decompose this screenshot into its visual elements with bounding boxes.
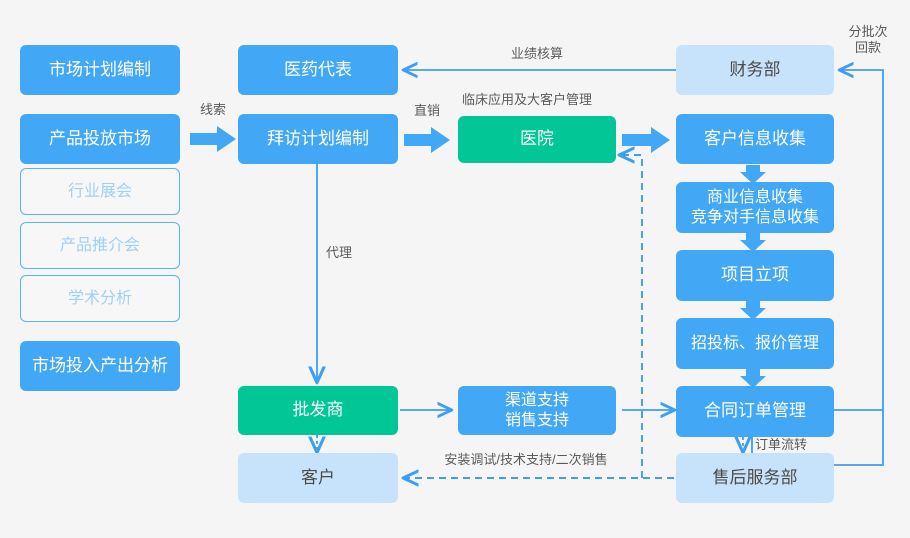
edge-label-order-flow: 订单流转 [755,437,808,452]
node-market-plan[interactable]: 市场计划编制 [20,45,180,95]
fat-arrow-visit-to-hospital [404,127,450,153]
edge-label-clue: 线索 [199,102,226,117]
edge-label-install-support: 安装调试/技术支持/二次销售 [444,452,608,467]
edge-label-agency: 代理 [326,245,353,260]
node-contract-order[interactable]: 合同订单管理 [676,386,834,437]
node-bidding-quote[interactable]: 招投标、报价管理 [676,318,834,369]
edge-label-direct-sales: 直销 [413,103,440,118]
node-customer-info[interactable]: 客户信息收集 [676,114,834,164]
edge-label-performance-accounting: 业绩核算 [510,46,563,61]
node-business-info[interactable]: 商业信息收集 竞争对手信息收集 [676,182,834,233]
node-channel-support[interactable]: 渠道支持 销售支持 [458,386,616,435]
node-medical-rep[interactable]: 医药代表 [238,45,398,95]
node-market-roi[interactable]: 市场投入产出分析 [20,341,180,391]
node-visit-plan[interactable]: 拜访计划编制 [238,114,398,164]
node-product-promo[interactable]: 产品推介会 [20,222,180,269]
node-product-launch[interactable]: 产品投放市场 [20,114,180,164]
node-academic-analysis[interactable]: 学术分析 [20,275,180,322]
edge-label-batch-payment: 分批次 回款 [848,24,888,56]
node-project-setup[interactable]: 项目立项 [676,250,834,301]
node-after-sales[interactable]: 售后服务部 [676,453,834,503]
fat-arrow-product-to-visit [190,126,236,152]
node-customer[interactable]: 客户 [238,453,398,503]
edge-label-clinical-app: 临床应用及大客户管理 [462,92,593,107]
node-finance-dept[interactable]: 财务部 [676,45,834,95]
node-hospital[interactable]: 医院 [458,116,616,163]
fat-arrow-hospital-to-customer-info [622,127,670,153]
edge-dashed-rail-to-hospital [620,155,643,478]
node-industry-expo[interactable]: 行业展会 [20,168,180,215]
node-wholesaler[interactable]: 批发商 [238,386,398,435]
